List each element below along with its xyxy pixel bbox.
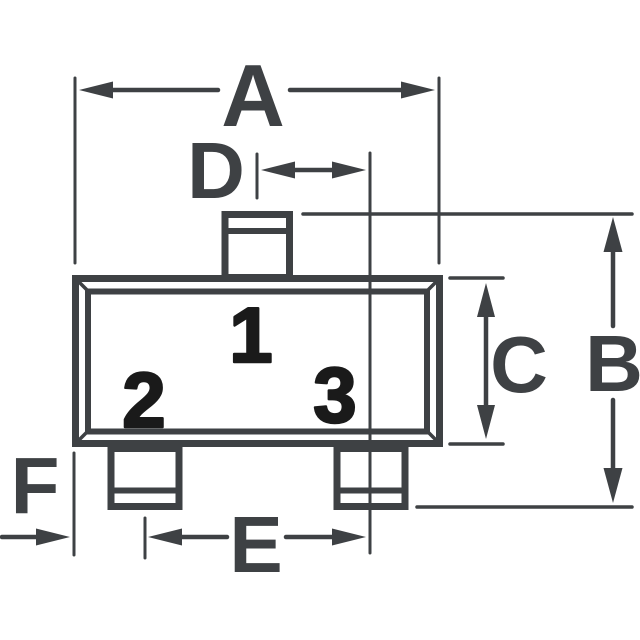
pin1-tab-outline xyxy=(221,211,293,281)
dim-c-arrowhead-bottom xyxy=(477,405,495,439)
dim-label-c: C xyxy=(490,320,548,409)
dim-label-a: A xyxy=(221,46,285,145)
pin2-lead-outline xyxy=(107,445,183,510)
dim-b-arrowhead-bottom xyxy=(603,468,623,503)
dim-e-arrowhead-left xyxy=(148,528,182,546)
dim-label-b: B xyxy=(585,319,640,408)
dim-f-arrowhead xyxy=(36,528,70,546)
dim-a: A xyxy=(73,46,441,265)
dim-label-e: E xyxy=(229,500,282,589)
dim-d-arrowhead-left xyxy=(261,161,295,179)
dim-b-arrowhead-top xyxy=(603,217,623,252)
dim-a-arrowhead-right xyxy=(401,81,435,99)
dim-e-arrowhead-right xyxy=(332,528,366,546)
dim-c-arrowhead-top xyxy=(477,283,495,317)
dim-a-arrowhead-left xyxy=(79,81,113,99)
pin2-lead xyxy=(107,445,183,510)
dim-label-d: D xyxy=(187,126,245,215)
pin1-tab xyxy=(221,211,293,281)
dim-b: B xyxy=(301,212,640,509)
dim-d-arrowhead-right xyxy=(332,161,366,179)
dim-c: C xyxy=(448,276,548,446)
pin-label-2: 2 xyxy=(122,356,165,444)
pin-label-3: 3 xyxy=(313,351,356,439)
dim-f: F xyxy=(0,441,76,557)
dim-e: E xyxy=(143,500,366,589)
dim-d: D xyxy=(187,126,372,555)
dim-label-f: F xyxy=(11,441,60,530)
pin-label-1: 1 xyxy=(229,291,272,379)
